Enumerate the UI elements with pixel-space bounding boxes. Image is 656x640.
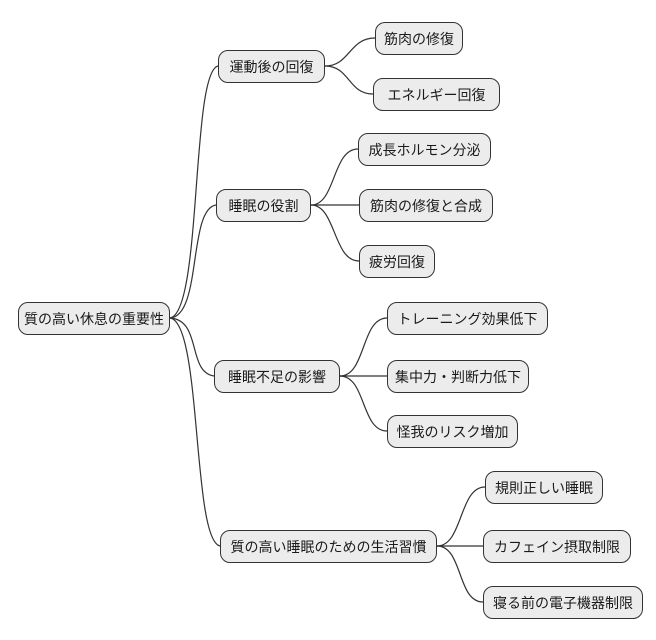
node-caffeine-limit: カフェイン摂取制限 <box>483 530 631 563</box>
edge-to-electronics-limit <box>436 545 484 603</box>
node-regular-sleep-label: 規則正しい睡眠 <box>495 479 593 496</box>
edge-to-fatigue-recovery <box>310 204 360 262</box>
node-fatigue-recovery: 疲労回復 <box>359 245 435 278</box>
node-post-exercise-recovery: 運動後の回復 <box>218 50 325 83</box>
node-injury-risk: 怪我のリスク増加 <box>387 415 518 448</box>
node-training-effect-decline: トレーニング効果低下 <box>387 302 548 335</box>
node-sleep-deprivation-effects: 睡眠不足の影響 <box>214 360 340 393</box>
node-energy-recovery-label: エネルギー回復 <box>387 86 486 103</box>
node-sleep-roles: 睡眠の役割 <box>216 189 311 222</box>
edge-root-to-post-exercise-recovery <box>169 65 219 319</box>
node-electronics-limit: 寝る前の電子機器制限 <box>483 586 643 619</box>
node-sleep-lifestyle-habits-label: 質の高い睡眠のための生活習慣 <box>230 538 427 555</box>
edge-root-to-sleep-roles <box>169 204 217 319</box>
node-concentration-decline-label: 集中力・判断力低下 <box>395 368 521 385</box>
edge-to-injury-risk <box>339 375 388 432</box>
node-muscle-repair-label: 筋肉の修復 <box>384 30 454 47</box>
edge-to-regular-sleep <box>436 486 486 547</box>
node-rest-importance: 質の高い休息の重要性 <box>18 302 170 335</box>
node-sleep-deprivation-effects-label: 睡眠不足の影響 <box>228 368 326 385</box>
node-injury-risk-label: 怪我のリスク増加 <box>396 423 509 440</box>
edge-to-training-effect-decline <box>339 317 388 377</box>
node-energy-recovery: エネルギー回復 <box>373 78 500 111</box>
edge-to-growth-hormone <box>310 148 359 206</box>
node-regular-sleep: 規則正しい睡眠 <box>485 471 603 504</box>
node-caffeine-limit-label: カフェイン摂取制限 <box>494 538 620 555</box>
node-sleep-roles-label: 睡眠の役割 <box>228 197 299 214</box>
edge-to-energy-recovery <box>324 65 374 95</box>
node-muscle-repair-synthesis-label: 筋肉の修復と合成 <box>370 197 482 214</box>
node-training-effect-decline-label: トレーニング効果低下 <box>397 310 538 327</box>
node-fatigue-recovery-label: 疲労回復 <box>369 253 425 270</box>
node-muscle-repair: 筋肉の修復 <box>375 22 463 55</box>
node-muscle-repair-synthesis: 筋肉の修復と合成 <box>359 189 493 222</box>
node-post-exercise-recovery-label: 運動後の回復 <box>229 58 314 75</box>
node-growth-hormone: 成長ホルモン分泌 <box>358 133 491 166</box>
edge-root-to-sleep-deprivation-effects <box>169 317 215 377</box>
node-growth-hormone-label: 成長ホルモン分泌 <box>368 141 481 158</box>
edge-to-muscle-repair <box>324 37 376 67</box>
node-concentration-decline: 集中力・判断力低下 <box>387 360 529 393</box>
edge-root-to-sleep-lifestyle-habits <box>169 317 221 547</box>
node-electronics-limit-label: 寝る前の電子機器制限 <box>493 594 633 611</box>
node-rest-importance-label: 質の高い休息の重要性 <box>24 310 164 327</box>
node-sleep-lifestyle-habits: 質の高い睡眠のための生活習慣 <box>220 530 437 563</box>
